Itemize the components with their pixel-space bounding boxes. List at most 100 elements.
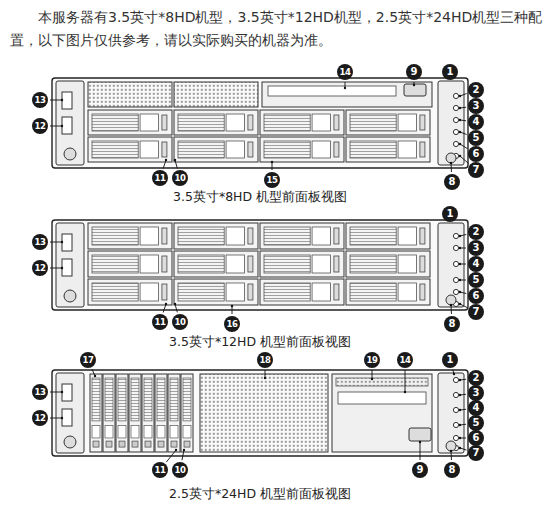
intro-text: 本服务器有3.5英寸*8HD机型，3.5英寸*12HD机型，2.5英寸*24HD… (10, 6, 546, 52)
leader-line (50, 126, 62, 127)
left-ear (56, 81, 84, 165)
drive-grill (157, 378, 165, 421)
drive-grill (350, 114, 396, 131)
view-caption: 3.5英寸*12HD 机型前面板视图 (167, 334, 353, 351)
leader-dot (165, 159, 167, 161)
callout-number: 3 (468, 240, 484, 256)
drive-latch (226, 227, 244, 245)
callout-number: 10 (172, 170, 188, 186)
drive-release (248, 284, 253, 300)
ear-screw (446, 441, 456, 451)
callout-number: 1 (442, 64, 458, 80)
chassis-outline (52, 370, 468, 456)
leader-dot (459, 119, 461, 121)
leader-dot (61, 267, 63, 269)
leader-dot (371, 378, 373, 380)
drive-bay (142, 374, 154, 452)
drive-grill (118, 378, 126, 421)
drive-bay (260, 251, 344, 277)
drive-bay (168, 374, 180, 452)
drive-grill (144, 378, 152, 421)
drive-latch (226, 255, 244, 273)
drive-bay (129, 374, 141, 452)
drive-grill (92, 283, 138, 301)
drive-latch (398, 141, 416, 158)
leader-line (175, 160, 177, 168)
drive-release (248, 256, 253, 272)
drive-latch (118, 425, 126, 437)
drive-bay (174, 251, 258, 277)
vent-grille (88, 82, 172, 107)
drive-latch (398, 227, 416, 245)
drive-grill (350, 283, 396, 301)
status-button (453, 435, 458, 440)
status-button (453, 129, 458, 134)
leader-dot (175, 449, 177, 451)
drive-latch (170, 425, 178, 437)
drive-grill (178, 114, 224, 131)
drive-release (420, 284, 425, 300)
callout-number: 7 (468, 304, 484, 320)
right-ear (438, 373, 464, 453)
leader-dot (61, 99, 63, 101)
callout-number: 10 (172, 462, 188, 478)
leader-dot (459, 409, 461, 411)
leader-dot (459, 143, 461, 145)
drive-grill (92, 227, 138, 245)
vent-grille (200, 374, 328, 452)
drive-latch (140, 283, 158, 301)
callout-number: 3 (468, 98, 484, 114)
leader-dot (183, 449, 185, 451)
callout-number: 18 (257, 352, 273, 368)
drive-grill (92, 378, 100, 421)
drive-latch (226, 114, 244, 131)
status-button (453, 233, 458, 238)
callout-number: 11 (152, 314, 168, 330)
callout-number: 3 (468, 385, 484, 401)
usb-port (62, 409, 72, 426)
drive-latch (312, 114, 330, 131)
drive-bay (181, 374, 193, 452)
callout-number: 13 (32, 234, 48, 250)
callout-number: 12 (32, 410, 48, 426)
drive-grill (350, 227, 396, 245)
leader-line (50, 100, 62, 101)
status-button (453, 289, 458, 294)
drive-bay (260, 223, 344, 249)
leader-line (163, 160, 166, 169)
drive-grill (264, 114, 310, 131)
drive-grill (350, 255, 396, 273)
leader-dot (271, 161, 273, 163)
leader-dot (94, 375, 96, 377)
drive-release (93, 441, 99, 447)
drive-latch (398, 283, 416, 301)
leader-line (50, 268, 62, 269)
optical-slot (338, 392, 426, 404)
drive-release (248, 115, 253, 130)
callout-number: 10 (172, 314, 188, 330)
drive-release (248, 228, 253, 244)
callout-number: 8 (444, 462, 460, 478)
drive-release (162, 115, 167, 130)
drive-bay (346, 223, 430, 249)
drive-release (334, 228, 339, 244)
drive-grill (105, 378, 113, 421)
drive-grill (183, 378, 191, 421)
vga-port (409, 428, 431, 441)
drive-grill (264, 255, 310, 273)
drive-bay (90, 374, 102, 452)
status-button (453, 261, 458, 266)
leader-dot (165, 303, 167, 305)
callout-number: 13 (32, 92, 48, 108)
drive-grill (178, 255, 224, 273)
callout-number: 7 (468, 445, 484, 461)
ear-screw (446, 295, 456, 305)
drive-latch (131, 425, 139, 437)
right-ear (438, 81, 464, 165)
leader-line (372, 370, 373, 379)
callout-number: 4 (468, 256, 484, 272)
drive-release (334, 142, 339, 157)
status-button (453, 93, 458, 98)
leader-line (232, 306, 233, 314)
drive-bay (260, 279, 344, 305)
